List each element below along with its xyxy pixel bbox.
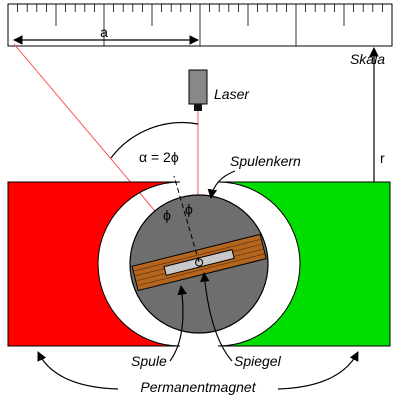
scale-ticks <box>17 4 383 46</box>
label-spiegel: Spiegel <box>234 353 282 369</box>
magnet-south <box>217 181 391 347</box>
label-alpha: α = 2ϕ <box>139 149 179 165</box>
label-spulenkern: Spulenkern <box>230 153 301 169</box>
mirror-normal <box>173 175 200 263</box>
label-spule: Spule <box>131 353 167 369</box>
laser-aperture <box>194 104 202 111</box>
label-permanentmagnet: Permanentmagnet <box>140 379 256 395</box>
laser <box>188 69 208 111</box>
label-laser: Laser <box>214 86 250 102</box>
label-r: r <box>380 150 385 166</box>
label-phi-left: ϕ <box>163 207 171 223</box>
alpha-arc <box>110 121 199 159</box>
spiegel-pointer <box>200 272 233 362</box>
magnet-pointer-right <box>277 351 359 390</box>
magnet-pointer-left <box>37 351 119 390</box>
magnet-north <box>7 181 181 347</box>
spulenkern-pointer <box>207 170 236 199</box>
laser-body <box>188 69 208 105</box>
label-a: a <box>100 24 108 40</box>
label-skala: Skala <box>350 51 385 67</box>
label-phi-right: ϕ <box>185 201 193 217</box>
coil-assembly <box>131 233 267 292</box>
spule-pointer <box>169 285 187 362</box>
